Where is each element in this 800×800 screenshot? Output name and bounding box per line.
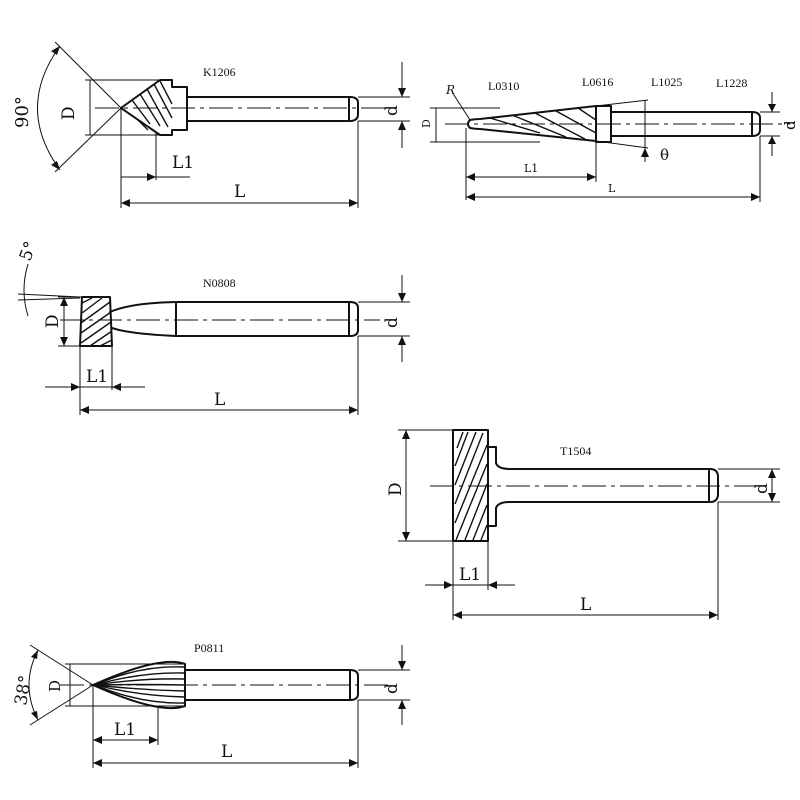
n0808-L1-label: L1 [86, 367, 108, 387]
l-series-L1-label: L1 [524, 162, 538, 175]
n0808-L-label: L [214, 390, 225, 410]
k1206-D-label: D [59, 106, 79, 120]
l1228-code: L1228 [716, 76, 747, 90]
k1206-angle-arc [37, 45, 61, 171]
t1504-D-label: D [386, 482, 406, 496]
n0808-d-label: d [382, 317, 402, 328]
p0811-angle-label: 38° [11, 674, 36, 707]
p0811-code: P0811 [194, 641, 224, 655]
t1504-d-label: d [752, 483, 772, 494]
t1504-code: T1504 [560, 444, 591, 458]
k1206-angle-label: 90° [12, 96, 33, 128]
k1206-head-outline [120, 79, 359, 136]
l-series-d-label: d [781, 120, 799, 130]
n0808-D-label: D [43, 314, 63, 328]
p0811-d-label: d [382, 683, 402, 694]
n0808-flutes [80, 297, 113, 347]
p0811-D-label: D [46, 680, 64, 692]
t1504-L-label: L [580, 595, 591, 615]
tool-n0808: 5° D d L1 L N0808 [16, 239, 410, 415]
k1206-flutes [131, 80, 173, 131]
l-series-L-label: L [608, 182, 616, 195]
l-series-flutes [489, 107, 597, 140]
k1206-code: K1206 [203, 65, 236, 79]
l0616-code: L0616 [582, 75, 613, 89]
l-series-D-label: D [420, 119, 433, 128]
l-series-R-label: R [445, 83, 455, 97]
k1206-L-label: L [234, 182, 245, 202]
l-series-theta-label: θ [660, 146, 669, 164]
tool-l-series: R D θ d L1 L L0310 L0616 L1025 [420, 75, 799, 202]
tool-t1504: D d L1 L T1504 [386, 429, 780, 620]
n0808-angle-label: 5° [16, 239, 41, 264]
t1504-flutes [454, 431, 488, 541]
k1206-L1-label: L1 [172, 153, 194, 173]
n0808-code: N0808 [203, 276, 236, 290]
p0811-flutes [94, 666, 185, 704]
t1504-L1-label: L1 [459, 565, 481, 585]
k1206-d-label: d [382, 105, 402, 116]
l0310-code: L0310 [488, 79, 519, 93]
p0811-L-label: L [221, 742, 232, 762]
l1025-code: L1025 [651, 75, 682, 89]
t1504-outline [452, 429, 719, 542]
tool-p0811: 38° D d L1 L P0811 [11, 641, 410, 768]
p0811-L1-label: L1 [114, 720, 136, 740]
tool-k1206: 90° D d L1 L K1206 [12, 41, 410, 208]
